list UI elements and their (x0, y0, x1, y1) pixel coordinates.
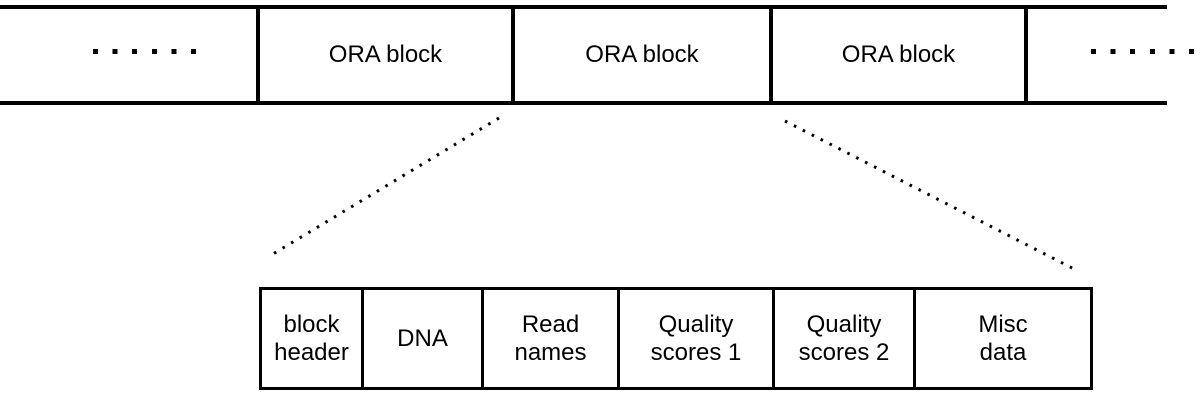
band-divider (511, 9, 515, 101)
cell-line: Quality (658, 310, 734, 338)
ellipsis-dots-right-icon (1091, 49, 1194, 54)
cell-line: header (274, 338, 349, 366)
cell-dna: DNA (364, 290, 484, 387)
zoom-guide-line-right (784, 119, 1077, 272)
ora-block-detail-box: block header DNA Read names Quality scor… (259, 287, 1093, 390)
band-divider (769, 9, 773, 101)
cell-line: DNA (397, 324, 448, 352)
zoom-guide-line-left (267, 116, 500, 259)
cell-misc-data: Misc data (916, 290, 1090, 387)
ora-block-segment-3: ORA block (841, 41, 956, 68)
cell-line: names (514, 338, 587, 366)
cell-read-names: Read names (484, 290, 620, 387)
cell-line: Misc (978, 310, 1028, 338)
cell-block-header: block header (262, 290, 364, 387)
band-divider (256, 9, 260, 101)
ora-block-segment-1: ORA block (328, 41, 443, 68)
ora-block-segment-2: ORA block (585, 41, 699, 68)
cell-quality-scores-2: Quality scores 2 (775, 290, 916, 387)
cell-line: Quality (806, 310, 882, 338)
cell-line: scores 2 (798, 338, 890, 366)
cell-quality-scores-1: Quality scores 1 (620, 290, 775, 387)
ellipsis-dots-left-icon (93, 49, 196, 54)
cell-line: block (283, 310, 340, 338)
cell-line: data (979, 338, 1027, 366)
cell-line: Read (521, 310, 580, 338)
ora-stream-band: ORA block ORA block ORA block (0, 5, 1167, 105)
band-divider (1024, 9, 1028, 101)
cell-line: scores 1 (650, 338, 742, 366)
